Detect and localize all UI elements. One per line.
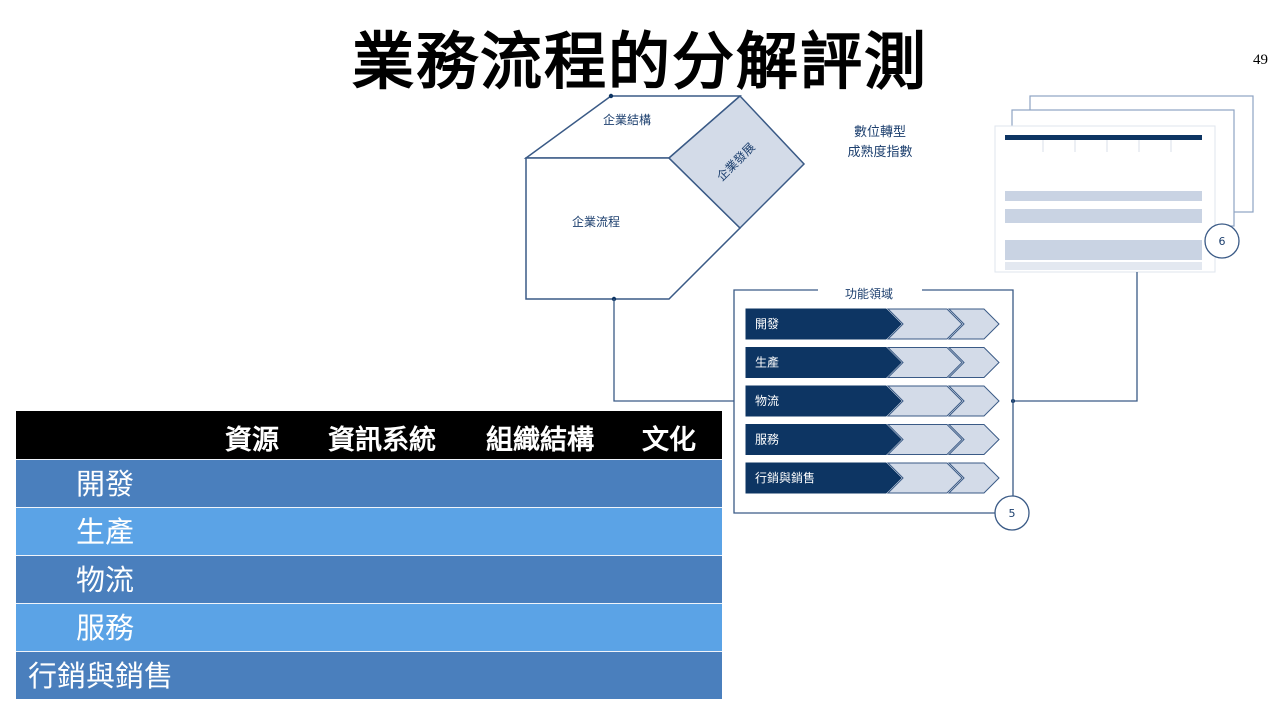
chevron-step <box>947 347 1000 378</box>
maturity-index-line2: 成熟度指數 <box>847 144 912 160</box>
hexagon-shape <box>523 93 806 302</box>
chevron-label: 行銷與銷售 <box>755 470 815 485</box>
table-row: 生產 <box>16 507 722 555</box>
header-resources: 資源 <box>225 425 279 456</box>
badge-6: 6 <box>1204 223 1240 259</box>
chevron-label: 服務 <box>755 433 779 447</box>
chevron-step <box>947 308 1000 340</box>
slide-title: 業務流程的分解評測 <box>351 25 928 98</box>
maturity-index-line1: 數位轉型 <box>854 125 906 140</box>
badge-5: 5 <box>994 495 1030 531</box>
header-information-systems: 資訊系統 <box>328 425 436 456</box>
chevron-step <box>886 462 963 494</box>
chevron-main <box>745 347 902 378</box>
chevron-step <box>947 385 1000 417</box>
chevron-main <box>745 385 902 417</box>
evaluation-table: 資源 資訊系統 組織結構 文化 開發 生產 物流 服務 行銷與銷售 <box>16 411 722 699</box>
table-row: 行銷與銷售 <box>16 651 722 699</box>
chevron-label: 生產 <box>755 355 779 370</box>
badge-5-label: 5 <box>1009 507 1016 520</box>
badge-6-label: 6 <box>1219 235 1226 248</box>
header-organizational-structure: 組織結構 <box>486 425 594 456</box>
functional-areas-frame <box>733 289 1014 514</box>
chevron-step <box>947 424 1000 455</box>
chevron-label: 開發 <box>755 316 779 331</box>
page-number: 49 <box>1253 52 1268 68</box>
chevron-step <box>947 462 1000 494</box>
row-label: 開發 <box>76 467 135 501</box>
chevron-main <box>745 424 902 455</box>
chevron-main <box>745 308 902 340</box>
chevron-main <box>745 462 902 494</box>
header-culture: 文化 <box>642 425 696 456</box>
row-label: 生產 <box>76 515 135 549</box>
chevron-label: 物流 <box>755 394 779 408</box>
chevron-step <box>886 385 963 417</box>
row-label: 服務 <box>76 611 135 645</box>
table-row: 服務 <box>16 603 722 651</box>
table-row: 物流 <box>16 555 722 603</box>
chevron-step <box>886 424 963 455</box>
document-stack <box>994 95 1254 273</box>
hexagon-left-label: 企業流程 <box>572 214 620 229</box>
row-label: 行銷與銷售 <box>28 659 174 693</box>
row-label: 物流 <box>76 563 135 597</box>
chevron-step <box>886 347 963 378</box>
hexagon-top-label: 企業結構 <box>603 112 651 127</box>
functional-areas-title: 功能領域 <box>845 286 893 301</box>
evaluation-table-header: 資源 資訊系統 組織結構 文化 <box>16 411 722 459</box>
chevron-step <box>886 308 963 340</box>
table-row: 開發 <box>16 459 722 507</box>
